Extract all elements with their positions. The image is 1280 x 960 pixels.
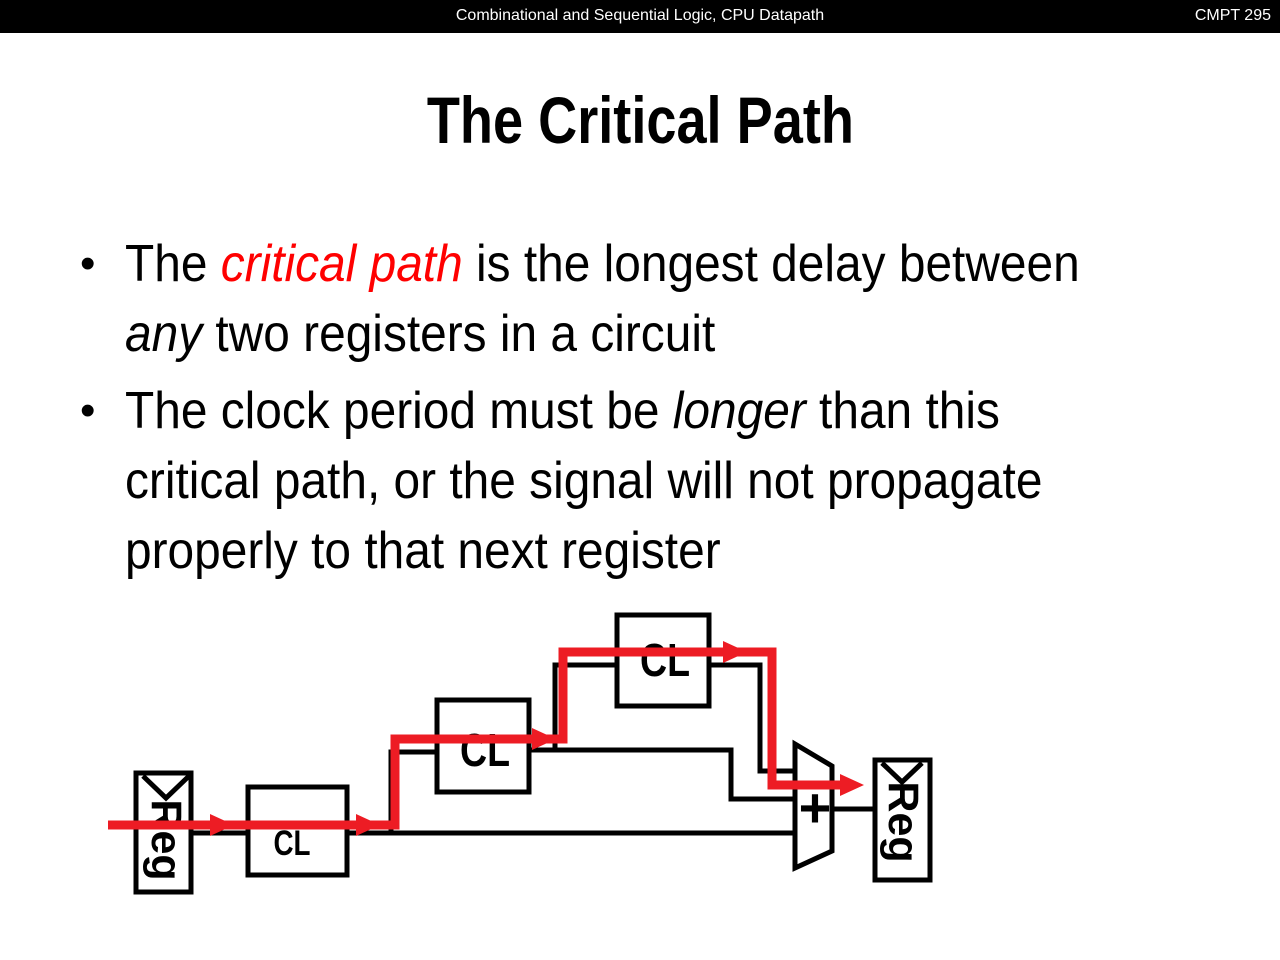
clock-triangle-icon (141, 774, 191, 802)
wire-cl3-to-adder (709, 662, 795, 774)
critical-path-arrowhead (356, 814, 380, 836)
bullet-line: The critical path is the longest delay b… (125, 235, 1080, 293)
cl-box-2 (434, 697, 532, 795)
register-label-right: Reg (879, 781, 927, 862)
wire-tap-to-cl3 (552, 662, 617, 752)
bullet-line: critical path, or the signal will not pr… (125, 452, 1043, 510)
register-box-left (133, 770, 194, 895)
bullet-line: The clock period must be longer than thi… (125, 382, 1000, 440)
header-title: Combinational and Sequential Logic, CPU … (455, 7, 825, 24)
wire-cl2-to-adder (528, 747, 795, 802)
bullet-list: • The critical path is the longest delay… (80, 229, 1163, 586)
bullet-line: any two registers in a circuit (125, 305, 716, 363)
critical-path-arrowhead (210, 814, 234, 836)
register-label-left: Reg (142, 799, 190, 880)
cl-label-1: CL (274, 824, 311, 863)
bullet-item: • The clock period must be longer than t… (80, 376, 1163, 586)
adder-shape (792, 739, 835, 872)
bullet-item: • The critical path is the longest delay… (80, 229, 1163, 369)
clock-triangle-icon (880, 761, 924, 786)
cl-label-3: CL (640, 634, 690, 686)
bullet-marker: • (80, 386, 96, 435)
header-bar: Combinational and Sequential Logic, CPU … (0, 0, 1280, 33)
critical-path-arrowhead (723, 641, 747, 663)
header-course-code: CMPT 295 (1194, 7, 1271, 24)
cl-box-3 (614, 612, 712, 709)
bullet-marker: • (80, 239, 96, 288)
bullet-line: properly to that next register (125, 522, 721, 580)
critical-path-arrowhead (532, 728, 556, 750)
critical-path-arrowhead (840, 774, 864, 796)
cl-label-2: CL (460, 724, 510, 776)
cl-box-1 (245, 784, 350, 878)
critical-path-line (108, 647, 850, 830)
page-title: The Critical Path (426, 83, 854, 157)
